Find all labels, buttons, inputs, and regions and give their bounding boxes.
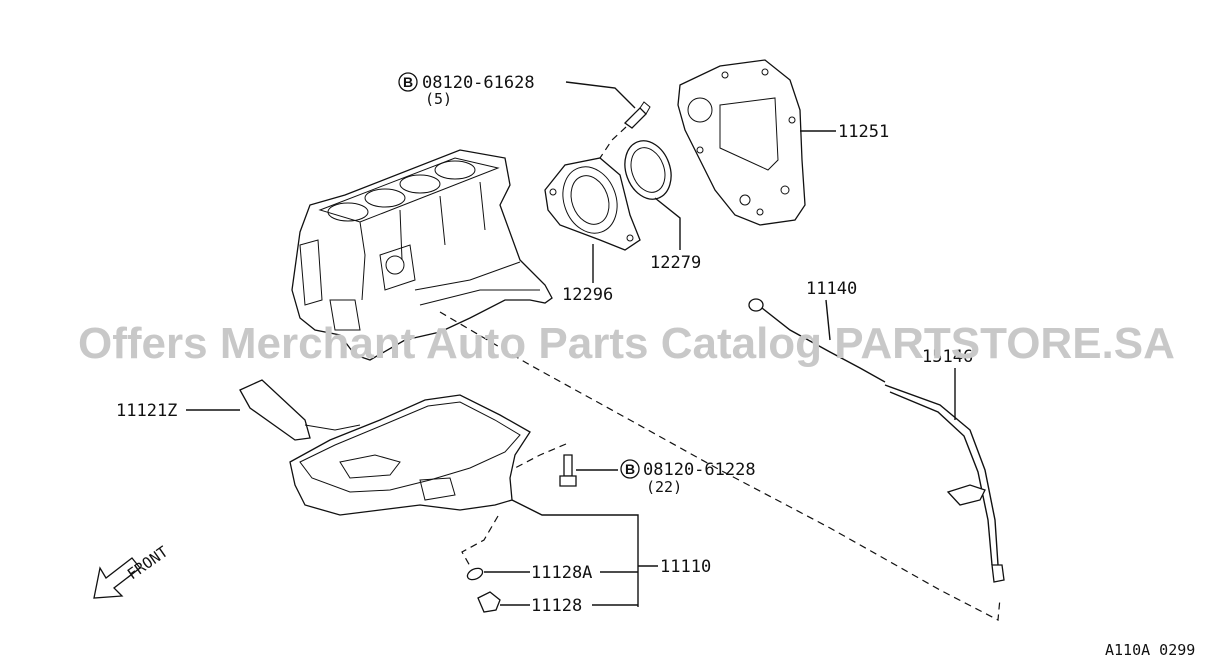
badge-letter: B <box>625 461 635 477</box>
badge-letter: B <box>403 74 413 90</box>
dipstick-guide-15146[interactable] <box>884 368 1005 583</box>
oil-seal-12279[interactable] <box>617 134 681 250</box>
bolt-badge-icon: B <box>620 459 640 479</box>
part-label-11110[interactable]: 11110 <box>660 557 711 577</box>
bolt-b-quantity: (22) <box>646 478 682 496</box>
part-label-11121Z[interactable]: 11121Z <box>116 401 177 421</box>
part-number-08120-61228[interactable]: 08120-61228 <box>643 460 756 480</box>
oil-strainer-11121Z[interactable] <box>186 379 361 441</box>
front-label: FRONT <box>124 543 171 584</box>
part-label-11128A[interactable]: 11128A <box>531 563 592 583</box>
washer-11128A[interactable] <box>461 515 638 582</box>
part-label-11140[interactable]: 11140 <box>806 279 857 299</box>
part-label-15146[interactable]: 15146 <box>922 347 973 367</box>
dipstick-11140[interactable] <box>748 298 886 383</box>
rear-plate-11251[interactable] <box>677 59 836 226</box>
part-label-12279[interactable]: 12279 <box>650 253 701 273</box>
part-label-12296[interactable]: 12296 <box>562 285 613 305</box>
part-label-11128[interactable]: 11128 <box>531 596 582 616</box>
watermark-text: Offers Merchant Auto Parts Catalog PARTS… <box>78 319 1175 368</box>
drain-plug-11128[interactable] <box>477 591 638 613</box>
bolt-a-quantity: (5) <box>425 90 452 108</box>
bolt-badge-icon: B <box>398 72 418 92</box>
bolt-08120-61228[interactable] <box>514 443 618 487</box>
diagram-reference-code: A110A 0299 <box>1105 641 1195 659</box>
oil-seal-retainer-12296[interactable] <box>544 157 641 283</box>
bolt-08120-61628[interactable] <box>565 81 651 159</box>
part-label-11251[interactable]: 11251 <box>838 122 889 142</box>
part-number-08120-61628[interactable]: 08120-61628 <box>422 73 535 93</box>
cylinder-block[interactable] <box>291 149 553 361</box>
front-arrow-icon <box>93 557 141 599</box>
oil-pan-11110[interactable] <box>289 394 658 607</box>
guide-line-block-to-dipstick <box>439 311 1001 621</box>
